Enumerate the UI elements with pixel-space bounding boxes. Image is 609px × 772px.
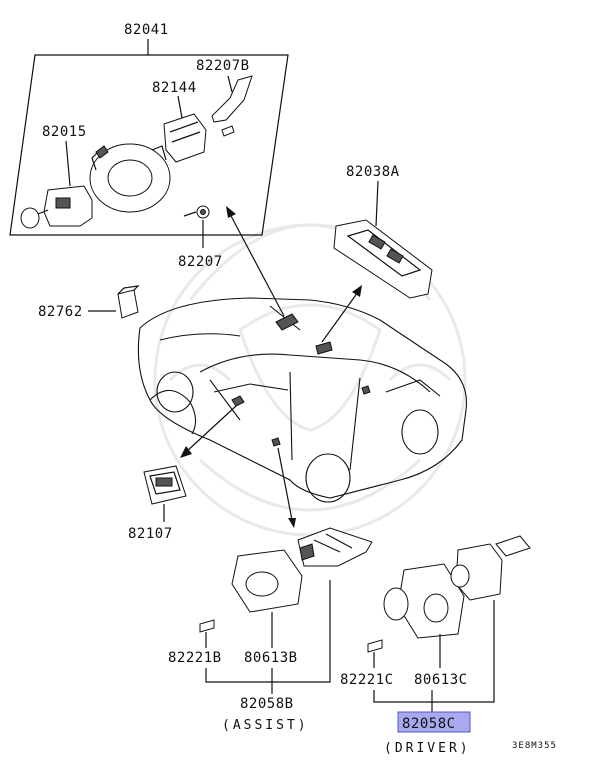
window-switch-panel xyxy=(333,219,433,299)
label-82058C[interactable]: 82058C xyxy=(402,716,456,732)
part-82058B-assembly: 82221B 80613B 82058B (ASSIST) xyxy=(168,527,373,733)
label-82144: 82144 xyxy=(152,80,197,96)
part-82038A: 82038A xyxy=(333,164,433,299)
label-82207B: 82207B xyxy=(196,58,250,74)
label-82107: 82107 xyxy=(128,526,173,542)
label-82221B: 82221B xyxy=(168,650,222,666)
switch-body-82144 xyxy=(163,113,207,163)
part-82762: 82762 xyxy=(38,285,140,320)
highlight-82058C xyxy=(397,711,471,733)
label-82058B: 82058B xyxy=(240,696,294,712)
vehicle-outline xyxy=(137,297,468,503)
label-assist: (ASSIST) xyxy=(222,718,309,733)
group-box xyxy=(9,54,289,236)
pointer-arrows xyxy=(180,206,362,528)
part-82207: 82207 xyxy=(178,205,223,270)
screw-82207B xyxy=(221,125,235,137)
label-82762: 82762 xyxy=(38,304,83,320)
label-driver: (DRIVER) xyxy=(384,741,471,756)
label-80613C: 80613C xyxy=(414,672,468,688)
label-82041: 82041 xyxy=(124,22,169,38)
label-82038A: 82038A xyxy=(346,164,400,180)
label-80613B: 80613B xyxy=(244,650,298,666)
drawing-code: 3E8M355 xyxy=(512,741,557,751)
stalk-knob xyxy=(20,207,40,229)
part-82107: 82107 xyxy=(128,465,187,542)
part-82058C-assembly: 82221C 80613C 82058C (DRIVER) xyxy=(340,535,531,756)
label-82015: 82015 xyxy=(42,124,87,140)
label-82221C: 82221C xyxy=(340,672,394,688)
combination-switch-group: 82041 82207B 82144 82015 xyxy=(9,22,289,236)
lever-part xyxy=(211,75,253,123)
label-82207: 82207 xyxy=(178,254,223,270)
